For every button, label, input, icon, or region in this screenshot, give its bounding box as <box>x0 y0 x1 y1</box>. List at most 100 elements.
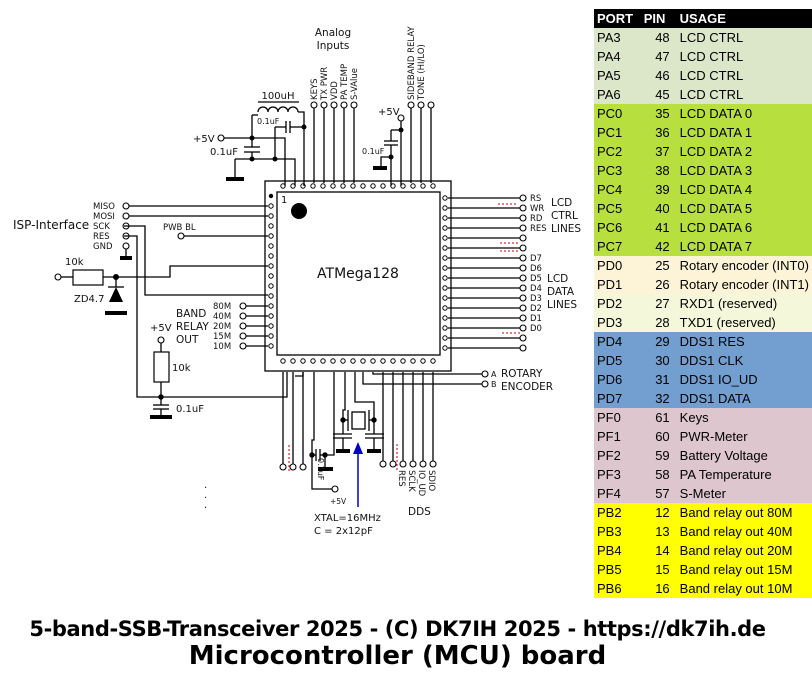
lcd-pin-label: RES <box>530 224 547 234</box>
isp-pin-terminal[interactable] <box>122 212 130 220</box>
svg-text:.: . <box>204 490 207 501</box>
rc-plus5v-label: +5V <box>150 323 172 334</box>
chip-pin <box>410 183 416 189</box>
chip-pin <box>268 253 274 259</box>
sideband-terminal[interactable] <box>417 101 425 109</box>
plus5v-right-terminal[interactable] <box>397 114 405 122</box>
cell-pin: 32 <box>655 391 670 406</box>
dds-terminal[interactable] <box>399 460 407 468</box>
band-pin-terminal[interactable] <box>239 302 247 310</box>
chip-pin <box>330 183 336 189</box>
bottom-terminal[interactable] <box>289 463 297 471</box>
cell-port: PC0 <box>597 106 623 121</box>
cell-port: PB2 <box>597 505 622 520</box>
input-10k-terminal[interactable] <box>54 273 62 281</box>
cell-pin: 29 <box>655 334 670 349</box>
analog-input-terminal[interactable] <box>310 101 318 109</box>
dds-terminal[interactable] <box>389 460 397 468</box>
lcd-pin-terminal[interactable] <box>519 274 527 282</box>
chip-pin <box>380 358 386 364</box>
cell-port: PF3 <box>597 467 621 482</box>
isp-pin-terminal[interactable] <box>122 242 130 250</box>
lcd-pin-terminal[interactable] <box>519 284 527 292</box>
chip-pin <box>442 295 448 301</box>
rotary-b-terminal[interactable] <box>481 380 489 388</box>
dds-terminal[interactable] <box>409 460 417 468</box>
analog-input-label: TX PWR <box>320 67 330 101</box>
rotary-a-terminal[interactable] <box>481 370 489 378</box>
sideband-terminal[interactable] <box>407 101 415 109</box>
band-pin-terminal[interactable] <box>239 322 247 330</box>
pwb-bl-terminal[interactable] <box>177 232 185 240</box>
chip-pin <box>300 358 306 364</box>
lcd-pin-terminal[interactable] <box>519 304 527 312</box>
lcd-pin-terminal[interactable] <box>519 294 527 302</box>
cell-pin: 59 <box>655 448 670 463</box>
lcd-pin-terminal[interactable] <box>519 214 527 222</box>
lcd-pin-label: D3 <box>530 294 542 304</box>
top-supply: Analog Inputs 100uH 0.1uF +5V 0.1uF +5V <box>193 26 435 186</box>
cell-port: PC3 <box>597 163 623 178</box>
cell-usage: DDS1 IO_UD <box>679 372 758 387</box>
dds-terminal[interactable] <box>419 460 427 468</box>
dds-terminal[interactable] <box>429 460 437 468</box>
inductor-label: 100uH <box>262 91 295 102</box>
lcd-pin-terminal[interactable] <box>519 334 527 342</box>
chip-pin <box>442 335 448 341</box>
resistor-10k-label: 10k <box>65 257 84 268</box>
chip-pin <box>350 183 356 189</box>
cell-usage: DDS1 CLK <box>679 353 744 368</box>
sideband-terminal[interactable] <box>427 101 435 109</box>
lcd-pin-terminal[interactable] <box>519 244 527 252</box>
cell-port: PA3 <box>597 30 621 45</box>
rc-plus5v-terminal[interactable] <box>157 336 165 344</box>
cell-pin: 41 <box>655 220 670 235</box>
lcd-pin-terminal[interactable] <box>519 204 527 212</box>
bottom-plus5v-terminal[interactable] <box>331 485 339 493</box>
plus5v-terminal[interactable] <box>217 134 225 142</box>
bottom-terminal[interactable] <box>279 463 287 471</box>
lcd-pin-terminal[interactable] <box>519 344 527 352</box>
band-pin-terminal[interactable] <box>239 332 247 340</box>
header-port: PORT <box>594 9 641 28</box>
analog-input-terminal[interactable] <box>320 101 328 109</box>
dds-terminal[interactable] <box>379 460 387 468</box>
chip-pin <box>430 358 436 364</box>
chip-pin <box>268 343 274 349</box>
lcd-pin-terminal[interactable] <box>519 324 527 332</box>
cell-port: PD0 <box>597 258 623 273</box>
cell-usage: Band relay out 40M <box>679 524 793 539</box>
cell-pin: 15 <box>655 562 670 577</box>
cell-usage: LCD DATA 2 <box>679 144 753 159</box>
sideband-label: TONE (HI/LO) <box>417 44 427 101</box>
cell-pin: 37 <box>655 144 670 159</box>
chip-pin <box>442 325 448 331</box>
cap-label-left: 0.1uF <box>210 147 238 158</box>
band-pin-terminal[interactable] <box>239 342 247 350</box>
cell-port: PB6 <box>597 581 622 596</box>
lcd-pin-terminal[interactable] <box>519 254 527 262</box>
band-pin-terminal[interactable] <box>239 312 247 320</box>
lcd-pin-terminal[interactable] <box>519 264 527 272</box>
analog-input-terminal[interactable] <box>340 101 348 109</box>
analog-input-terminal[interactable] <box>350 101 358 109</box>
isp-title: ISP-Interface <box>13 218 89 232</box>
cell-pin: 31 <box>655 372 670 387</box>
chip-pin <box>380 183 386 189</box>
isp-pin-terminal[interactable] <box>122 202 130 210</box>
band-pin-label: 20M <box>213 322 231 332</box>
analog-input-terminal[interactable] <box>330 101 338 109</box>
chip-pin <box>442 275 448 281</box>
lcd-pin-terminal[interactable] <box>519 314 527 322</box>
lcd-pin-terminal[interactable] <box>519 194 527 202</box>
cell-usage: LCD DATA 0 <box>679 106 753 121</box>
chip-pin <box>390 358 396 364</box>
lcd-pin-terminal[interactable] <box>519 224 527 232</box>
bottom-terminal[interactable] <box>299 463 307 471</box>
cell-pin: 13 <box>655 524 670 539</box>
lcd-pin-terminal[interactable] <box>519 234 527 242</box>
